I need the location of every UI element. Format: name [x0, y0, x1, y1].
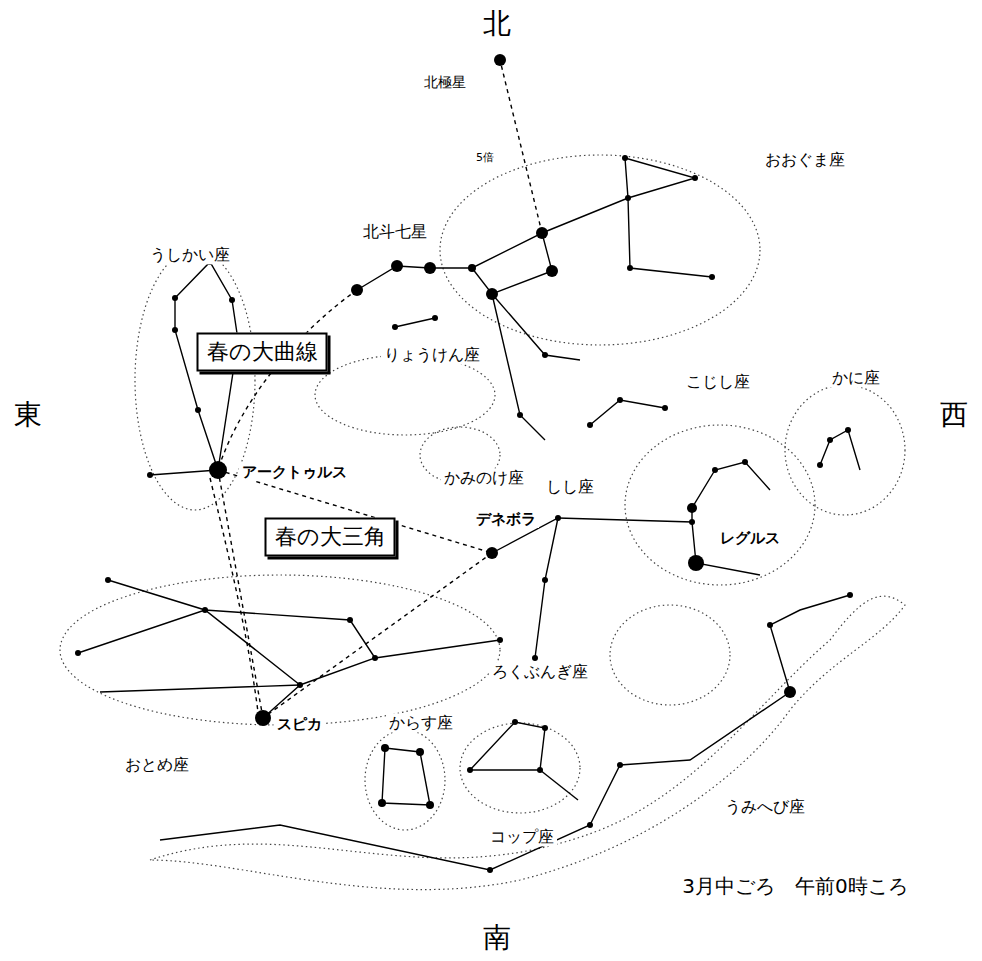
chart-label: レグルス	[717, 529, 783, 547]
chart-label: アークトゥルス	[239, 463, 350, 481]
label-box: 春の大三角	[265, 518, 396, 557]
chart-label: デネボラ	[473, 510, 539, 528]
chart-label: 北斗七星	[360, 222, 430, 241]
chart-label: かみのけ座	[441, 468, 527, 487]
chart-caption: 3月中ごろ 午前0時ころ	[679, 874, 910, 898]
chart-label: スピカ	[274, 715, 325, 733]
chart-label: 東	[11, 398, 45, 432]
chart-label: かに座	[829, 368, 883, 387]
chart-label: 南	[480, 921, 514, 955]
chart-label: コップ座	[487, 827, 557, 846]
chart-label: こじし座	[683, 372, 753, 391]
chart-label: からす座	[386, 713, 456, 732]
chart-label: 5倍	[473, 151, 497, 164]
chart-label: しし座	[543, 477, 597, 496]
chart-label: うみへび座	[722, 797, 808, 816]
chart-label: うしかい座	[147, 245, 233, 264]
box-text: 春の大曲線	[207, 339, 318, 365]
chart-label: 北	[480, 7, 514, 41]
chart-label: おとめ座	[122, 755, 192, 774]
chart-label: ろくぶんぎ座	[489, 662, 591, 681]
chart-label: 西	[937, 398, 971, 432]
label-box: 春の大曲線	[197, 333, 328, 372]
chart-label: りょうけん座	[381, 345, 483, 364]
box-text: 春の大三角	[275, 524, 386, 550]
chart-label: 北極星	[421, 74, 469, 91]
chart-label: おおぐま座	[762, 150, 848, 169]
